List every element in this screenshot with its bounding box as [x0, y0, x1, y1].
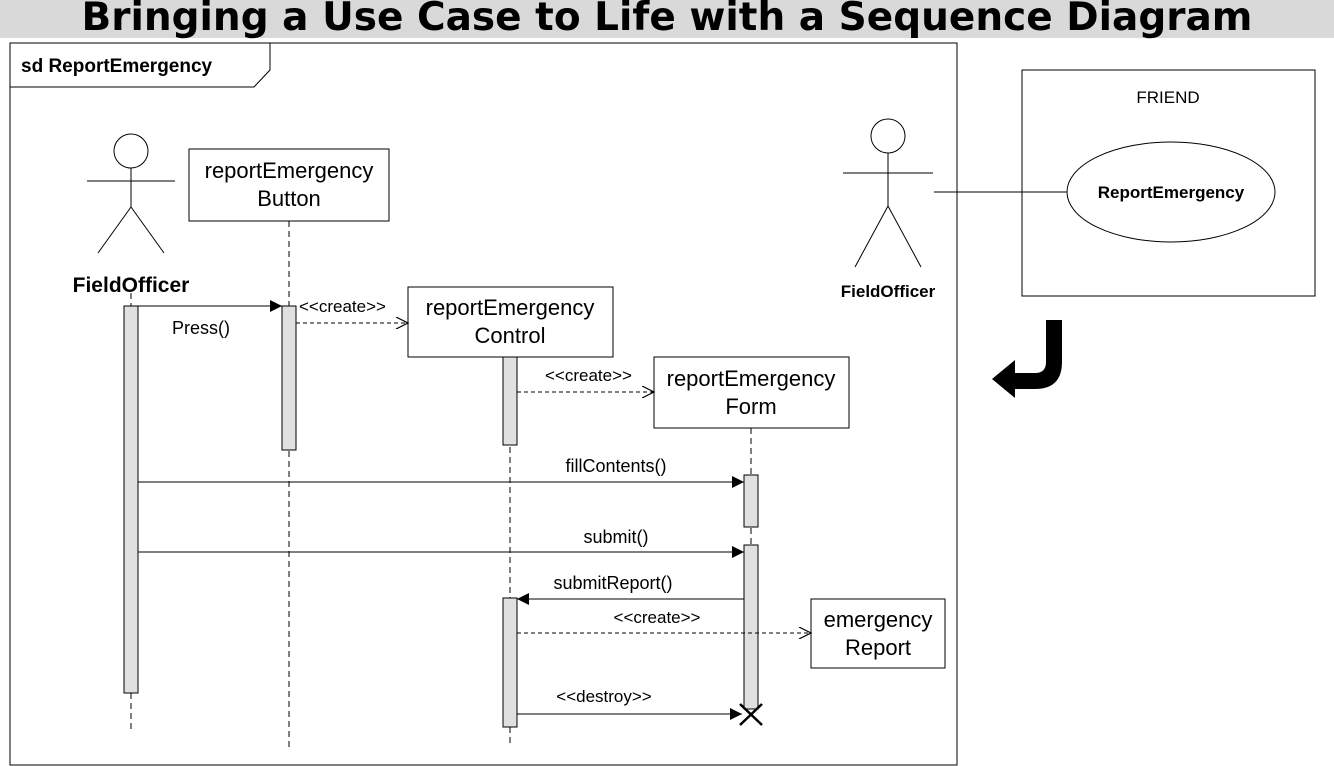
- message-fill-contents: fillContents(): [138, 456, 744, 488]
- lifeline-form-line1: reportEmergency: [667, 366, 836, 391]
- lifeline-head-button: reportEmergency Button: [188, 148, 390, 222]
- use-case-actor-label: FieldOfficer: [841, 282, 936, 301]
- lifeline-form-line2: Form: [725, 394, 776, 419]
- message-submit-report: submitReport(): [517, 573, 744, 605]
- message-fill-contents-label: fillContents(): [565, 456, 666, 476]
- lifeline-control-line1: reportEmergency: [426, 295, 595, 320]
- activation-form-1: [743, 474, 759, 528]
- activation-control-1: [502, 356, 518, 446]
- lifeline-report-line1: emergency: [824, 607, 933, 632]
- system-boundary-label: FRIEND: [1136, 88, 1199, 107]
- message-submit-label: submit(): [583, 527, 648, 547]
- use-case-label: ReportEmergency: [1098, 183, 1245, 202]
- message-destroy: <<destroy>>: [517, 687, 742, 720]
- frame-label: sd ReportEmergency: [21, 56, 213, 77]
- use-case-actor-figure: [843, 118, 933, 268]
- message-submit-report-label: submitReport(): [553, 573, 672, 593]
- message-create-report-label: <<create>>: [614, 608, 701, 627]
- lifeline-head-control: reportEmergency Control: [407, 286, 614, 358]
- title-bar: Bringing a Use Case to Life with a Seque…: [0, 0, 1334, 40]
- activation-bars: [123, 305, 759, 728]
- lifeline-control-line2: Control: [475, 323, 546, 348]
- turn-left-arrow-icon: [992, 320, 1062, 398]
- message-destroy-label: <<destroy>>: [556, 687, 652, 706]
- message-press-label: Press(): [172, 318, 230, 338]
- lifeline-head-report: emergency Report: [810, 598, 946, 669]
- lifeline-report-line2: Report: [845, 635, 911, 660]
- actor-field-officer-figure: [87, 133, 175, 254]
- activation-button: [281, 305, 297, 451]
- activation-control-2: [502, 597, 518, 728]
- page-title: Bringing a Use Case to Life with a Seque…: [81, 0, 1253, 40]
- message-create-form: <<create>>: [517, 366, 654, 392]
- destroy-cross-icon: [739, 703, 763, 726]
- message-create-control-label: <<create>>: [299, 297, 386, 316]
- message-submit: submit(): [138, 527, 744, 558]
- activation-actor: [123, 305, 139, 694]
- message-create-report: <<create>>: [517, 608, 811, 633]
- message-create-form-label: <<create>>: [545, 366, 632, 385]
- use-case-report-emergency: ReportEmergency: [1066, 141, 1276, 243]
- lifeline-button-line2: Button: [257, 186, 321, 211]
- lifeline-button-line1: reportEmergency: [205, 158, 374, 183]
- actor-field-officer-label: FieldOfficer: [73, 274, 190, 297]
- activation-form-2: [743, 544, 759, 710]
- message-create-control: <<create>>: [296, 297, 408, 323]
- sequence-diagram-frame: sd ReportEmergency: [9, 42, 958, 766]
- lifeline-head-form: reportEmergency Form: [653, 356, 850, 429]
- message-press: Press(): [138, 300, 282, 338]
